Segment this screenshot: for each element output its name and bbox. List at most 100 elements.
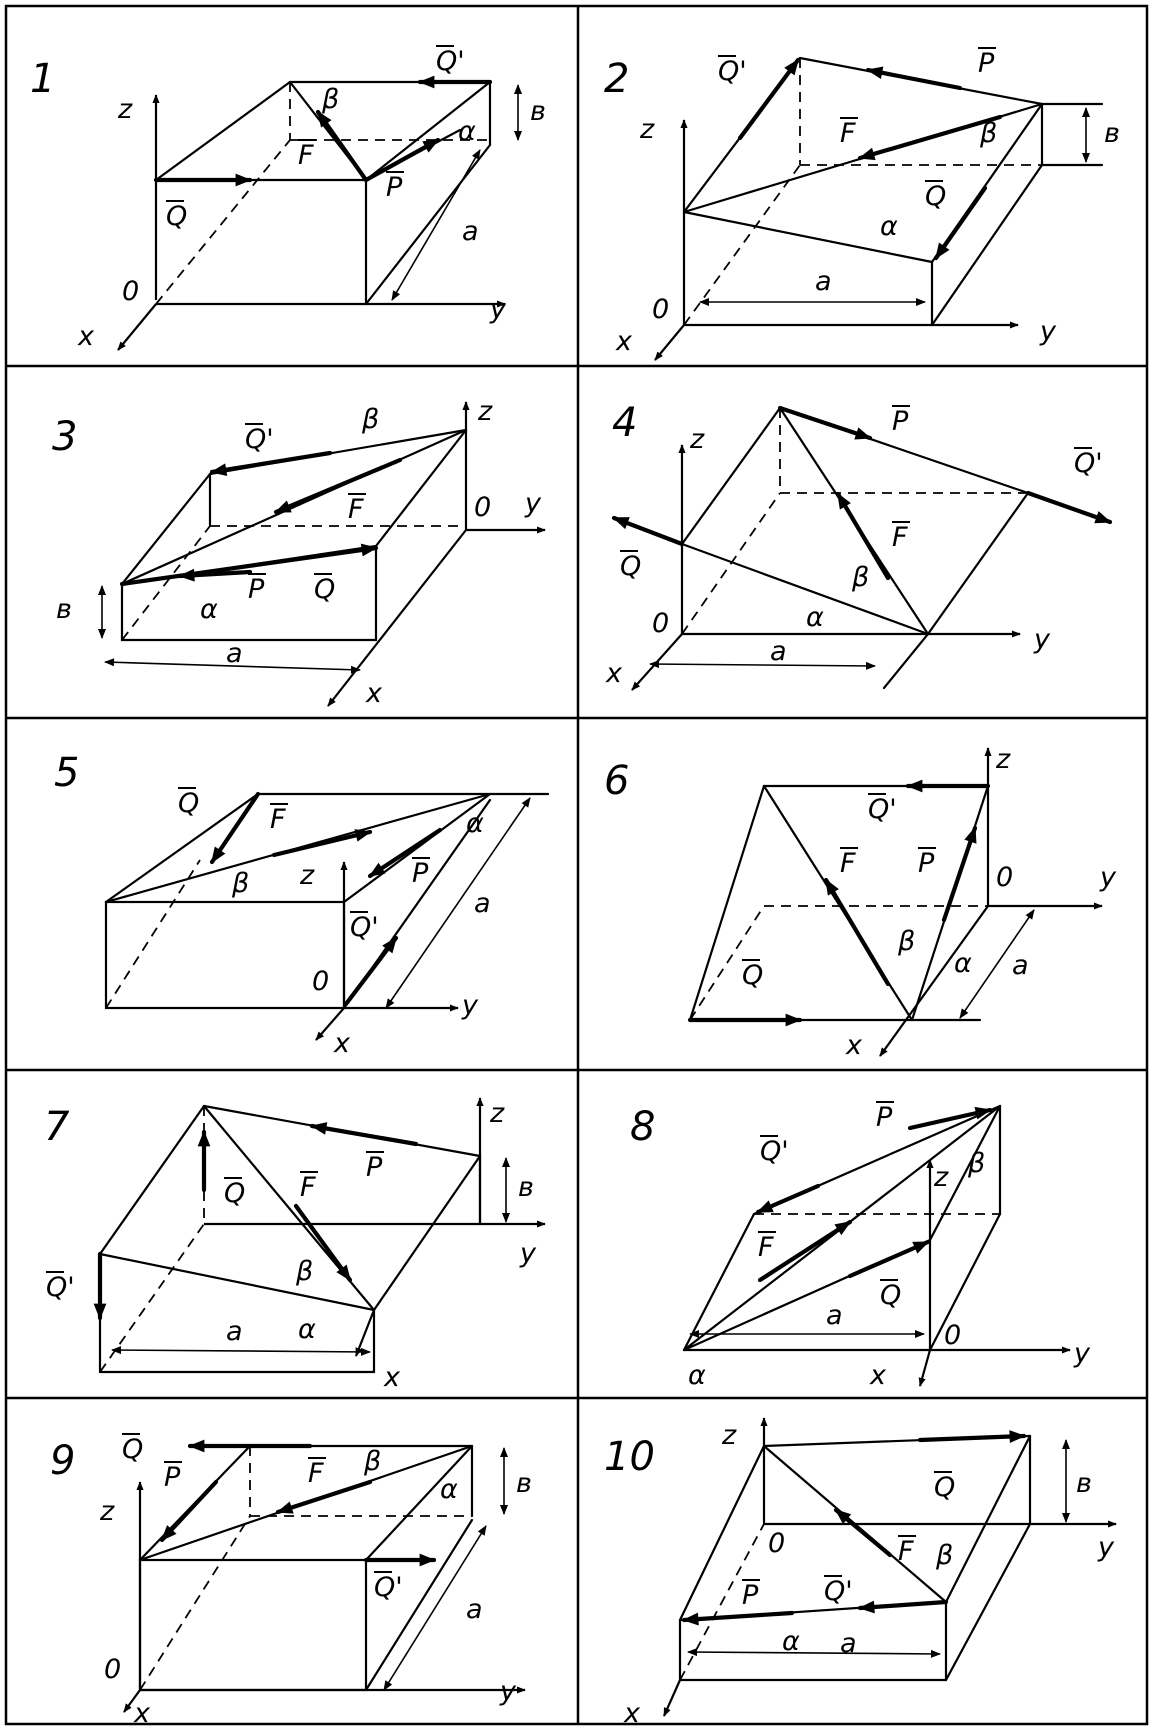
box-edge bbox=[682, 210, 934, 264]
label-o: 0 bbox=[652, 294, 669, 325]
cell-number: 3 bbox=[52, 414, 77, 460]
label-Q: Q bbox=[224, 1178, 245, 1209]
label-P: P bbox=[248, 574, 265, 605]
vector-F bbox=[273, 457, 403, 515]
vector-Qp bbox=[755, 1183, 821, 1215]
vector-P bbox=[367, 827, 443, 879]
label-x: x bbox=[615, 326, 633, 357]
label-a: a bbox=[840, 1628, 857, 1659]
box-edge bbox=[928, 1104, 1002, 1242]
label-a: a bbox=[1012, 950, 1029, 981]
hidden-edge bbox=[681, 492, 781, 635]
x-axis bbox=[662, 1679, 682, 1717]
label-y: y bbox=[519, 1238, 537, 1269]
cell-number: 9 bbox=[50, 1438, 75, 1484]
box-edge bbox=[944, 1434, 1032, 1604]
box-edge bbox=[682, 1212, 756, 1352]
table-grid bbox=[4, 4, 1149, 1726]
cell-number: 10 bbox=[604, 1434, 655, 1480]
cell-number: 2 bbox=[604, 56, 629, 102]
label-Qp: Q' bbox=[350, 912, 379, 943]
vector-Qp bbox=[737, 57, 801, 141]
hidden-edge bbox=[121, 525, 211, 641]
label-P: P bbox=[412, 858, 429, 889]
vector-F bbox=[315, 109, 369, 183]
label-beta: β bbox=[979, 118, 997, 149]
vector-Q bbox=[209, 791, 261, 865]
vector-P bbox=[309, 1122, 419, 1147]
label-F: F bbox=[758, 1232, 774, 1263]
cell-number: 8 bbox=[630, 1104, 655, 1150]
cell-number: 1 bbox=[30, 56, 55, 102]
vector-Q bbox=[933, 185, 988, 261]
label-F: F bbox=[270, 804, 286, 835]
box-edge bbox=[98, 1104, 206, 1256]
label-x: x bbox=[623, 1698, 641, 1729]
label-alpha: α bbox=[880, 211, 898, 242]
cell-number: 7 bbox=[44, 1104, 70, 1150]
label-b: в bbox=[1104, 118, 1120, 149]
box-front bbox=[104, 900, 346, 1010]
label-b: в bbox=[518, 1172, 534, 1203]
label-Qp: Q' bbox=[245, 424, 274, 455]
label-y: y bbox=[499, 1676, 517, 1707]
label-P: P bbox=[386, 172, 403, 203]
box-front bbox=[120, 544, 378, 642]
vector-Qp bbox=[209, 450, 333, 477]
vector-F bbox=[757, 1219, 853, 1283]
hidden-edge bbox=[155, 139, 291, 305]
label-Qp: Q' bbox=[374, 1572, 403, 1603]
dim-a bbox=[383, 1525, 487, 1691]
label-b: в bbox=[56, 594, 72, 625]
vector-F bbox=[293, 1203, 353, 1283]
x-axis bbox=[879, 905, 989, 1057]
label-alpha: α bbox=[200, 594, 218, 625]
label-P: P bbox=[918, 848, 935, 879]
label-o: 0 bbox=[312, 966, 329, 997]
label-z: z bbox=[639, 114, 655, 145]
box-edge bbox=[364, 1518, 474, 1692]
label-z: z bbox=[489, 1098, 505, 1129]
box-edge bbox=[104, 792, 260, 904]
box-edge bbox=[98, 1252, 376, 1312]
label-F: F bbox=[300, 1172, 316, 1203]
box-edge bbox=[372, 1154, 482, 1312]
hidden-edge bbox=[105, 859, 201, 1009]
label-Qp: Q' bbox=[824, 1576, 853, 1607]
label-o: 0 bbox=[768, 1528, 785, 1559]
box-edge bbox=[374, 428, 468, 548]
box-front bbox=[154, 178, 368, 306]
label-Q: Q bbox=[620, 551, 641, 582]
label-y: y bbox=[1099, 862, 1117, 893]
box-front bbox=[138, 1558, 368, 1692]
cell-9: 9 Q P F β α в z Q' a 0 x y bbox=[50, 1433, 532, 1729]
label-alpha: α bbox=[806, 602, 824, 633]
x-axis bbox=[354, 1309, 376, 1357]
cell-1: 1 z 0 x y Q Q' F P β α a в bbox=[30, 45, 546, 352]
vector-P bbox=[777, 405, 873, 441]
label-Qp: Q' bbox=[1074, 448, 1103, 479]
label-y: y bbox=[489, 294, 507, 325]
label-F: F bbox=[348, 494, 364, 525]
dim-a bbox=[687, 1648, 941, 1658]
label-x: x bbox=[845, 1030, 863, 1061]
label-alpha: α bbox=[954, 948, 972, 979]
box-edge bbox=[882, 632, 930, 690]
label-y: y bbox=[1097, 1532, 1115, 1563]
box-edge bbox=[364, 80, 492, 182]
hidden-edge bbox=[679, 1523, 765, 1681]
label-F: F bbox=[298, 140, 314, 171]
label-z: z bbox=[477, 396, 493, 427]
label-a: a bbox=[226, 1316, 243, 1347]
label-o: 0 bbox=[652, 608, 669, 639]
vector-P bbox=[907, 1106, 993, 1131]
label-P: P bbox=[742, 1580, 759, 1611]
cell-number: 6 bbox=[604, 758, 629, 804]
vector-Qp bbox=[1025, 490, 1113, 525]
label-alpha: α bbox=[782, 1626, 800, 1657]
label-z: z bbox=[99, 1496, 115, 1527]
vector-P bbox=[159, 1479, 219, 1543]
label-P: P bbox=[164, 1462, 181, 1493]
label-a: a bbox=[770, 636, 787, 667]
vector-F bbox=[835, 491, 891, 581]
